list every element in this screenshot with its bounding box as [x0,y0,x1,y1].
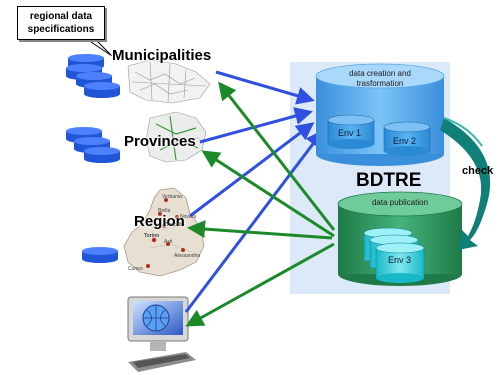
municipalities-label: Municipalities [112,47,212,64]
check-curved-arrow [440,117,491,250]
data-creation-cylinder [315,63,445,166]
municipalities-map [127,59,211,104]
city-asti: Asti [164,239,173,245]
bdtre-title: BDTRE [356,170,422,191]
env2-label: Env 2 [393,136,417,146]
arrow-publication-to-provinces [201,150,335,238]
arrow-web-to-creation [184,129,324,313]
env3-label: Env 3 [388,255,412,265]
city-alessandria: Alessandria [174,253,201,259]
callout-line-2: specifications [27,24,95,35]
city-cuneo: Cuneo [128,266,143,272]
city-vercelli: Vercelli [166,222,183,228]
arrow-municipalities-to-creation [215,70,315,105]
city-torino: Torino [144,233,160,239]
region-label: Region [134,213,185,230]
green-arrows [185,81,336,327]
city-biella: Biella [158,208,171,214]
municipalities-db-stack [66,54,120,98]
arrow-publication-to-municipalities [218,81,336,231]
env3-cylinder-stack [363,227,425,283]
callout-line-1: regional data [29,11,93,22]
provinces-label: Provinces [124,133,196,150]
city-verbania: Verbania [162,194,182,200]
region-map [123,187,205,277]
env2-cylinder [383,121,431,156]
callout-pointer [86,39,113,57]
creation-label-line-2: trasformation [356,79,404,88]
arrow-publication-to-region [187,220,333,240]
arrow-publication-to-web [185,242,335,327]
creation-label-line-1: data creation and [349,69,411,78]
publication-label: data publication [371,198,429,207]
region-db-disk [82,247,118,263]
provinces-db-stack [66,127,120,163]
arrow-region-to-creation [189,122,315,218]
env1-label: Env 1 [338,128,362,138]
computer-globe-icon [127,296,196,372]
provinces-map [145,111,207,163]
city-novara: Novara [180,214,197,220]
check-label: check [462,165,494,177]
env1-cylinder [327,114,375,149]
specifications-callout: regional data specifications [17,6,105,40]
